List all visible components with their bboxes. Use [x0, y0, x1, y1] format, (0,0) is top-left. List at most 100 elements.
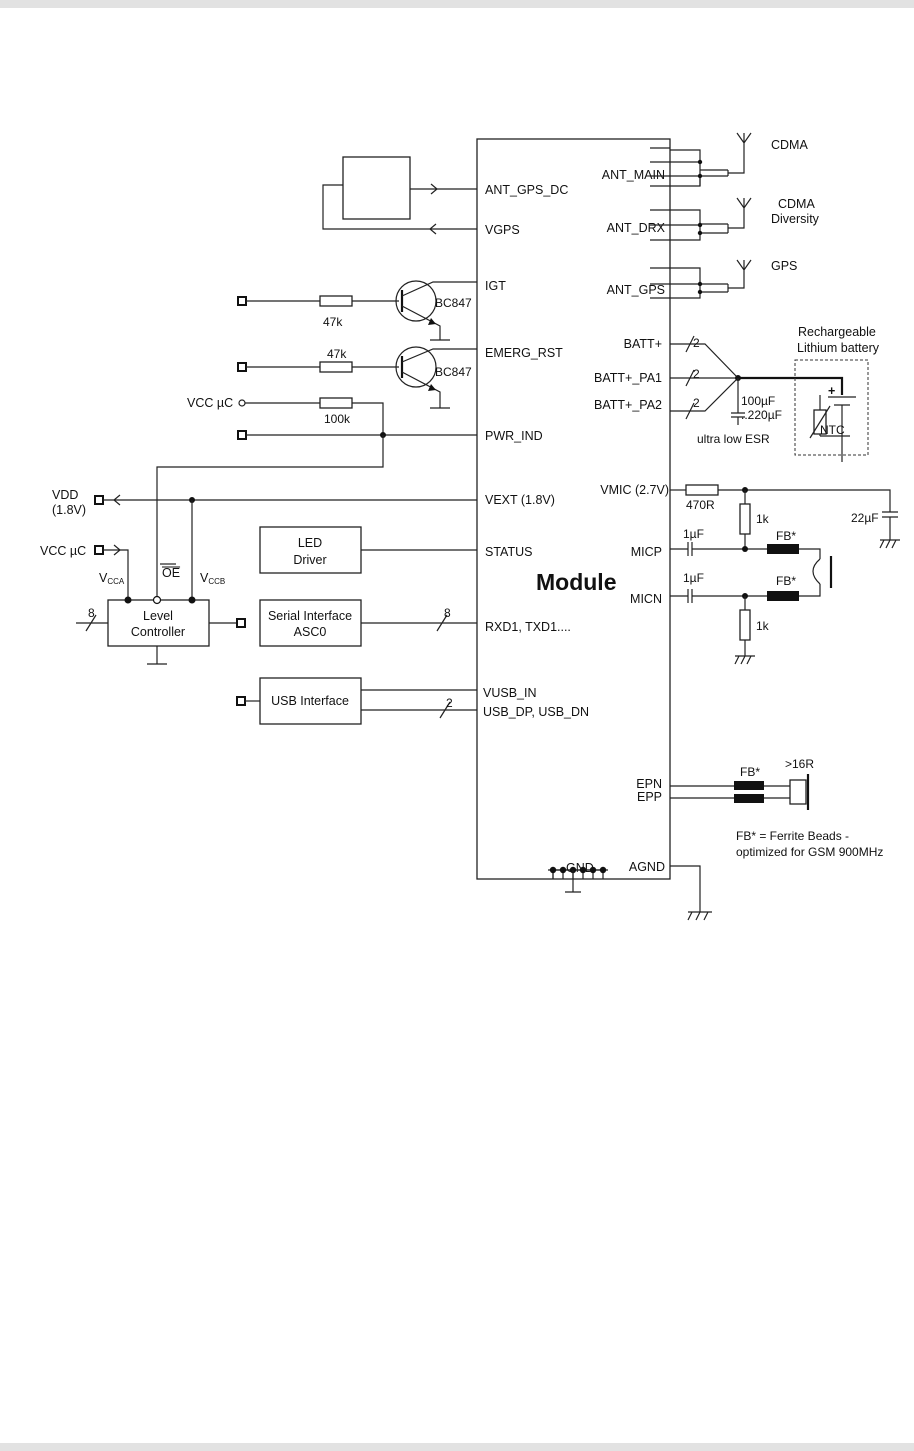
mic-circuit [670, 484, 900, 665]
label-bus2-usb: 2 [446, 696, 453, 710]
resistor-micn [739, 609, 751, 641]
ferrite-epn [734, 781, 764, 790]
vext-circuit [94, 494, 477, 600]
label-fb-micp: FB* [776, 529, 796, 543]
pin-ant-gps-dc: ANT_GPS_DC [485, 183, 568, 197]
label-q1: BC847 [435, 296, 472, 310]
bottom-rule [0, 1443, 914, 1451]
label-r-emerg: 47k [327, 347, 347, 361]
battery-label-2: Lithium battery [797, 341, 880, 355]
transistor-q1 [395, 280, 437, 322]
label-vcc-uc-left: VCC µC [40, 544, 86, 558]
led-driver-block [259, 526, 477, 574]
speaker-box [789, 779, 807, 805]
resistor-pwr [319, 397, 353, 409]
ferrite-epp [734, 794, 764, 803]
pin-micp: MICP [631, 545, 662, 559]
label-r-micp: 1k [756, 512, 770, 526]
earpiece-circuit [670, 774, 810, 810]
pin-vmic: VMIC (2.7V) [600, 483, 669, 497]
pin-ant-main: ANT_MAIN [602, 168, 665, 182]
label-r-micn: 1k [756, 619, 770, 633]
label-q2: BC847 [435, 365, 472, 379]
label-vcca: VCCA [99, 571, 125, 586]
label-bus8-right: 8 [444, 606, 451, 620]
label-fb-micn: FB* [776, 574, 796, 588]
module-box [476, 138, 671, 880]
pin-ant-gps: ANT_GPS [607, 283, 665, 297]
label-vdd-1: VDD [52, 488, 78, 502]
antenna-div-label-2: Diversity [771, 212, 820, 226]
serial-label-2: ASC0 [294, 625, 327, 639]
level-label-2: Controller [131, 625, 185, 639]
pin-igt: IGT [485, 279, 506, 293]
led-label-1: LED [298, 536, 322, 550]
note-line-2: optimized for GSM 900MHz [736, 845, 883, 859]
pin-vusb-in: VUSB_IN [483, 686, 537, 700]
resistor-emerg [319, 361, 353, 373]
agnd-circuit [670, 865, 712, 921]
led-label-2: Driver [293, 553, 326, 567]
label-bus2-batt2: 2 [693, 367, 700, 381]
antenna-cdma [650, 132, 752, 187]
vcc-uc-left-pad [94, 545, 104, 555]
pwr-pad [237, 430, 247, 440]
resistor-vmic [685, 484, 719, 496]
igt-circuit [237, 280, 477, 341]
label-r-vmic: 470R [686, 498, 715, 512]
label-c-micn: 1µF [683, 571, 704, 585]
top-rule [0, 0, 914, 8]
battery-label-1: Rechargeable [798, 325, 876, 339]
antenna-gps [650, 259, 752, 299]
module-title: Module [536, 569, 617, 595]
pwr-ind-circuit [156, 397, 477, 596]
antenna-div-label-1: CDMA [778, 197, 815, 211]
note-line-1: FB* = Ferrite Beads - [736, 829, 849, 843]
pin-batt-plus: BATT+ [624, 337, 662, 351]
level-label-1: Level [143, 609, 173, 623]
label-vccb: VCCB [200, 571, 225, 586]
battery-circuit [670, 335, 869, 462]
pin-epn: EPN [636, 777, 662, 791]
label-bus2-batt1: 2 [693, 336, 700, 350]
pin-emerg-rst: EMERG_RST [485, 346, 563, 360]
emerg-pad [237, 362, 247, 372]
usb-pad [236, 696, 246, 706]
serial-label-1: Serial Interface [268, 609, 352, 623]
label-r-igt: 47k [323, 315, 343, 329]
label-oe: OE [162, 566, 180, 580]
ferrite-micp [767, 544, 799, 554]
label-ntc: NTC [820, 423, 845, 437]
pin-status: STATUS [485, 545, 532, 559]
pin-pwr-ind: PWR_IND [485, 429, 543, 443]
pin-rxd-txd: RXD1, TXD1.... [485, 620, 571, 634]
pin-gnd: GND [566, 861, 594, 875]
battery-dashed-box [794, 359, 869, 456]
pin-batt-pa2: BATT+_PA2 [594, 398, 662, 412]
label-c-micp: 1µF [683, 527, 704, 541]
emerg-circuit [237, 346, 477, 409]
pin-ant-drx: ANT_DRX [607, 221, 666, 235]
ferrite-micn [767, 591, 799, 601]
label-cap-batt-3: ultra low ESR [697, 432, 770, 446]
pin-micn: MICN [630, 592, 662, 606]
antenna-cdma-diversity [650, 197, 752, 241]
vdd-pad [94, 495, 104, 505]
pin-agnd: AGND [629, 860, 665, 874]
label-vdd-2: (1.8V) [52, 503, 86, 517]
battery-plus: + [828, 384, 835, 398]
gps-dc-loop [322, 156, 477, 235]
label-fb-ep: FB* [740, 765, 760, 779]
label-bus8-left: 8 [88, 606, 95, 620]
label-speaker: >16R [785, 757, 814, 771]
pin-vext: VEXT (1.8V) [485, 493, 555, 507]
serial-interface-block [259, 599, 477, 647]
label-cap-batt-2: ..220µF [741, 408, 782, 422]
label-bus2-batt3: 2 [693, 396, 700, 410]
pin-vgps: VGPS [485, 223, 520, 237]
pin-batt-pa1: BATT+_PA1 [594, 371, 662, 385]
label-vcc-uc-top: VCC µC [187, 396, 233, 410]
resistor-micp [739, 503, 751, 535]
usb-interface-block [236, 677, 477, 725]
